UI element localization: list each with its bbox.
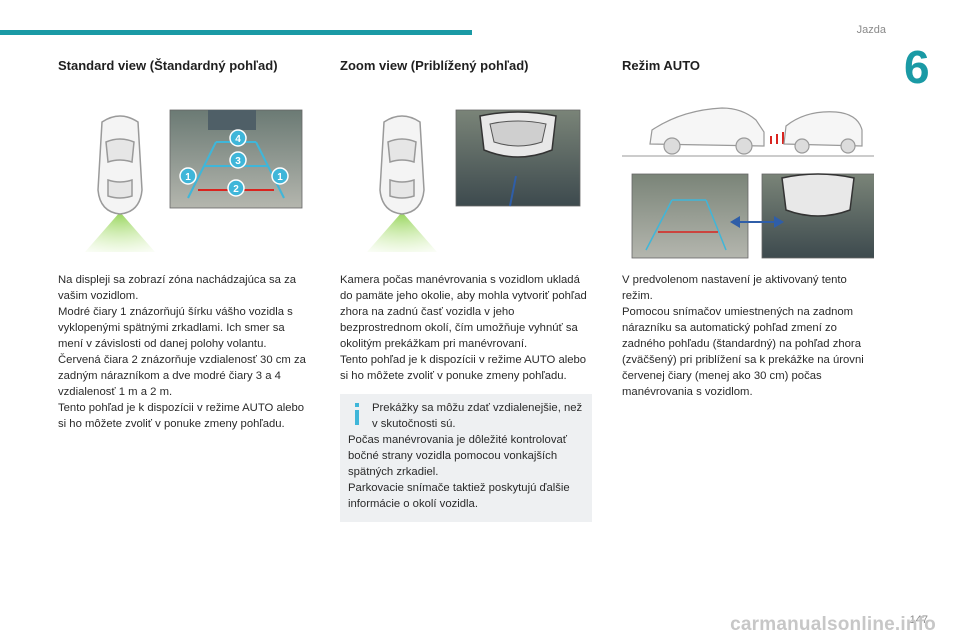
car-sideview-icon: [649, 107, 765, 155]
info-icon: [355, 403, 359, 425]
svg-text:3: 3: [235, 156, 241, 167]
zoom-view-text: Kamera počas manévrovania s vozidlom ukl…: [340, 274, 587, 382]
marker-1-right: [271, 167, 289, 185]
zoom-view-illustration: [340, 80, 592, 260]
parking-sensor-waves: [770, 132, 784, 144]
auto-mode-text: V predvolenom nastavení je aktivovaný te…: [622, 274, 864, 398]
section-title: Režim AUTO: [622, 58, 701, 73]
marker-4: [229, 129, 247, 147]
note-body-text: Počas manévrovania je dôležité kontrolov…: [348, 434, 570, 510]
watermark: carmanualsonline.info: [730, 614, 936, 635]
section-header: Jazda: [856, 24, 886, 36]
column-auto-mode: Režim AUTO: [622, 58, 877, 400]
top-accent-bar: [0, 30, 472, 35]
marker-1-left: [179, 167, 197, 185]
green-view-cone: [78, 212, 162, 260]
obstacle-car-icon: [783, 111, 863, 154]
standard-view-text: Na displeji sa zobrazí zóna nachádzajúca…: [58, 274, 306, 430]
column-standard-view: Standard view (Štandardný pohľad): [58, 58, 310, 432]
chapter-number: 6: [904, 41, 930, 93]
section-title: Zoom view (Priblížený pohľad): [340, 58, 529, 73]
section-title: Standard view (Štandardný pohľad): [58, 58, 278, 73]
car-topview-icon: [97, 115, 143, 215]
svg-text:1: 1: [185, 172, 191, 183]
svg-text:1: 1: [277, 172, 283, 183]
marker-2: [227, 179, 245, 197]
standard-view-illustration: 4 3 1 1 2: [58, 80, 310, 260]
warning-note: Prekážky sa môžu zdať vzdialenejšie, než…: [340, 394, 592, 522]
camera-image-standard: [631, 173, 749, 259]
auto-mode-illustration: [622, 80, 877, 262]
page-number: 147: [909, 614, 928, 626]
car-topview-icon: [379, 115, 425, 215]
green-view-cone: [360, 212, 444, 260]
column-zoom-view: Zoom view (Priblížený pohľad): [340, 58, 592, 522]
marker-3: [229, 151, 247, 169]
note-warning-text: Prekážky sa môžu zdať vzdialenejšie, než…: [372, 402, 583, 430]
svg-text:2: 2: [233, 184, 239, 195]
switch-arrow-icon: [730, 216, 784, 228]
svg-text:4: 4: [235, 134, 241, 145]
